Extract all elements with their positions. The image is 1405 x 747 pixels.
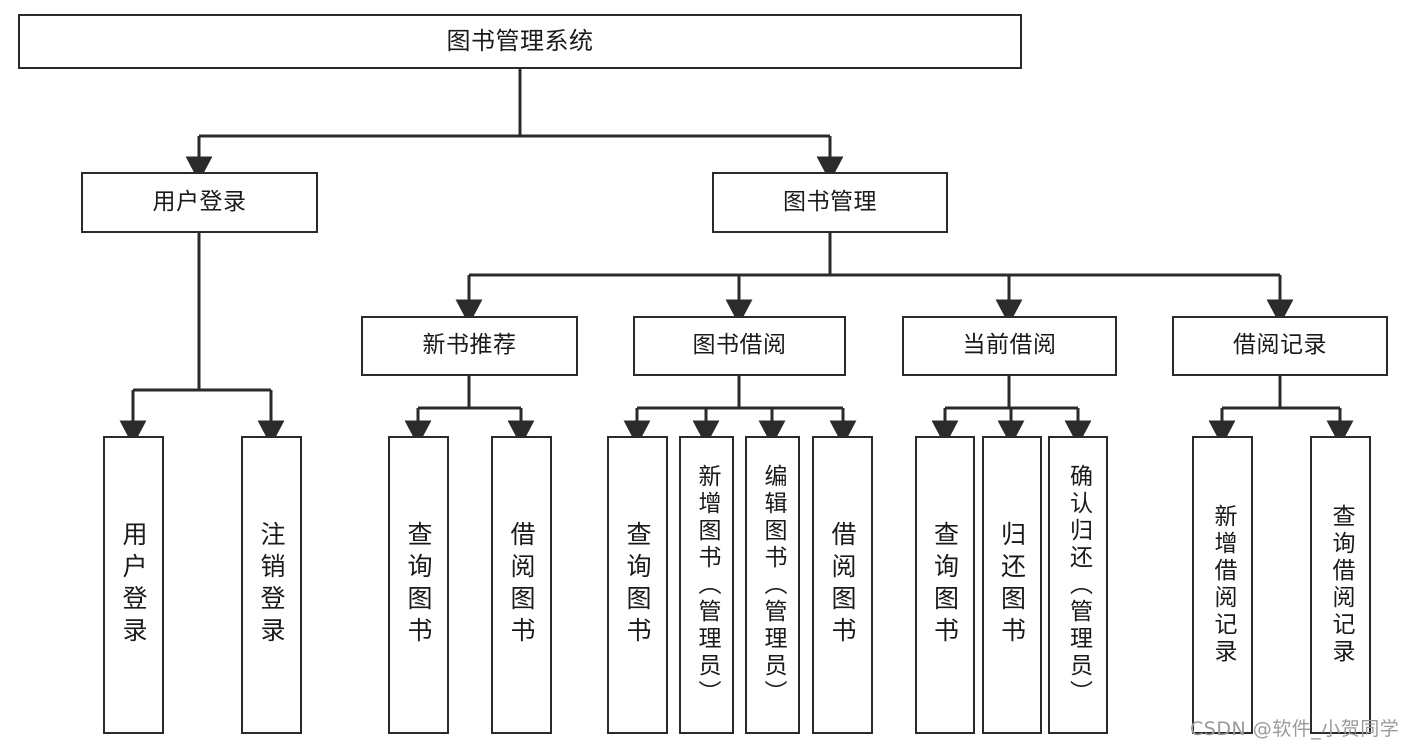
node-label: 借阅图书: [507, 521, 536, 649]
leaf-user-login-login[interactable]: 用户登录: [103, 436, 164, 734]
leaf-user-login-logout[interactable]: 注销登录: [241, 436, 302, 734]
node-label: 用户登录: [119, 521, 148, 649]
node-borrow-record[interactable]: 借阅记录: [1172, 316, 1388, 376]
node-label: 图书借阅: [692, 332, 787, 359]
leaf-record-query-record[interactable]: 查询借阅记录: [1310, 436, 1371, 734]
node-label: 借阅图书: [828, 521, 857, 649]
node-user-login[interactable]: 用户登录: [81, 172, 318, 233]
node-label: 查询图书: [623, 521, 652, 649]
leaf-borrow-query-book[interactable]: 查询图书: [607, 436, 668, 734]
leaf-recommend-borrow-book[interactable]: 借阅图书: [491, 436, 552, 734]
node-label: 新书推荐: [422, 332, 517, 359]
node-book-management[interactable]: 图书管理: [712, 172, 948, 233]
node-label: 借阅记录: [1233, 332, 1327, 359]
node-label: 编辑图书（管理员）: [760, 463, 786, 707]
node-label: 新增图书（管理员）: [694, 463, 720, 707]
node-label: 注销登录: [257, 521, 286, 649]
node-current-borrow[interactable]: 当前借阅: [902, 316, 1117, 376]
leaf-record-add-record[interactable]: 新增借阅记录: [1192, 436, 1253, 734]
node-label: 查询图书: [404, 521, 433, 649]
node-label: 归还图书: [997, 521, 1027, 649]
node-book-borrow[interactable]: 图书借阅: [633, 316, 846, 376]
leaf-recommend-query-book[interactable]: 查询图书: [388, 436, 449, 734]
node-label: 新增借阅记录: [1210, 504, 1236, 666]
leaf-current-query-book[interactable]: 查询图书: [915, 436, 975, 734]
node-label: 图书管理: [783, 188, 877, 215]
node-new-book-recommend[interactable]: 新书推荐: [361, 316, 578, 376]
node-root-system[interactable]: 图书管理系统: [18, 14, 1022, 69]
node-label: 图书管理系统: [446, 27, 594, 56]
leaf-current-return-book[interactable]: 归还图书: [982, 436, 1042, 734]
node-label: 当前借阅: [962, 332, 1057, 359]
leaf-borrow-add-book-admin[interactable]: 新增图书（管理员）: [679, 436, 734, 734]
node-label: 查询借阅记录: [1328, 504, 1354, 666]
node-label: 查询图书: [930, 521, 960, 649]
leaf-borrow-edit-book-admin[interactable]: 编辑图书（管理员）: [745, 436, 800, 734]
csdn-watermark: CSDN @软件_小贺同学: [1190, 718, 1400, 740]
node-label: 确认归还（管理员）: [1065, 463, 1092, 707]
leaf-borrow-borrow-book[interactable]: 借阅图书: [812, 436, 873, 734]
leaf-current-confirm-return-admin[interactable]: 确认归还（管理员）: [1048, 436, 1108, 734]
node-label: 用户登录: [152, 188, 247, 215]
